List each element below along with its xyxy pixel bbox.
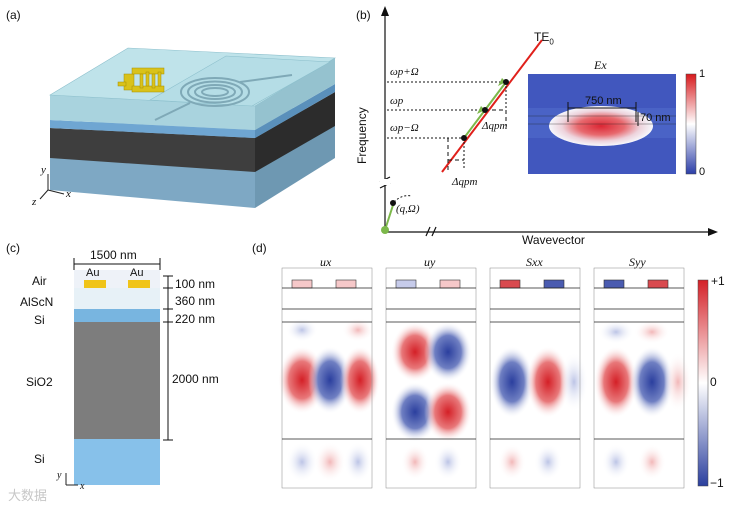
mode-label: TE: [534, 30, 550, 44]
panel-label-b: (b): [356, 8, 371, 22]
phonon-point-label: (q,Ω): [396, 203, 420, 215]
layer-name-si-bottom: Si: [34, 452, 45, 466]
field-label-ux: ux: [320, 255, 332, 269]
layer-name-air: Air: [32, 274, 47, 288]
inset-colorbar-min: 0: [699, 166, 706, 178]
field-colorbar-min: −1: [710, 476, 724, 490]
thickness-alscn: 360 nm: [175, 294, 216, 308]
watermark: 大数据: [8, 489, 48, 504]
axis-y-label-c: y: [57, 470, 62, 481]
layer-name-sio2: SiO2: [26, 375, 53, 389]
mode-label-subscript: 0: [549, 37, 554, 47]
dq-right-label: Δqpm: [482, 120, 508, 132]
layer-stack-diagram: [65, 258, 173, 486]
freq-mid-label: ωp: [390, 95, 404, 107]
axis-y-label-a: y: [41, 164, 46, 176]
field-label-sxx: Sxx: [526, 255, 543, 269]
top-width-label: 1500 nm: [90, 248, 137, 262]
dispersion-diagram: [379, 6, 718, 237]
dq-bottom-label: Δqpm: [452, 176, 478, 188]
inset-height-label: 70 nm: [640, 112, 671, 124]
panel-label-d: (d): [252, 241, 267, 255]
field-label-syy: Syy: [629, 255, 646, 269]
axis-x-label-c: x: [80, 481, 85, 492]
field-colorbar-mid: 0: [710, 375, 717, 389]
layer-name-si-top: Si: [34, 313, 45, 327]
field-label-uy: uy: [424, 255, 436, 269]
layer-name-alscn: AlScN: [20, 295, 54, 309]
thickness-si: 220 nm: [175, 312, 216, 326]
electrode-left-label: Au: [86, 267, 100, 279]
freq-lower-label: ωp−Ω: [390, 122, 419, 134]
device-3d-illustration: [39, 47, 337, 208]
field-maps: [278, 267, 709, 489]
panel-label-c: (c): [6, 241, 20, 255]
axis-z-label-a: z: [32, 196, 37, 208]
thickness-air: 100 nm: [175, 277, 216, 291]
inset-title: Ex: [594, 58, 607, 72]
panel-label-a: (a): [6, 8, 21, 22]
frequency-axis-label: Frequency: [355, 107, 369, 164]
thickness-sio2: 2000 nm: [172, 372, 219, 386]
axis-x-label-a: x: [66, 188, 71, 200]
freq-upper-label: ωp+Ω: [390, 66, 419, 78]
wavevector-axis-label: Wavevector: [522, 233, 585, 247]
inset-colorbar-max: 1: [699, 68, 706, 80]
field-colorbar-max: +1: [711, 274, 725, 288]
inset-width-label: 750 nm: [585, 95, 622, 107]
electrode-right-label: Au: [130, 267, 144, 279]
